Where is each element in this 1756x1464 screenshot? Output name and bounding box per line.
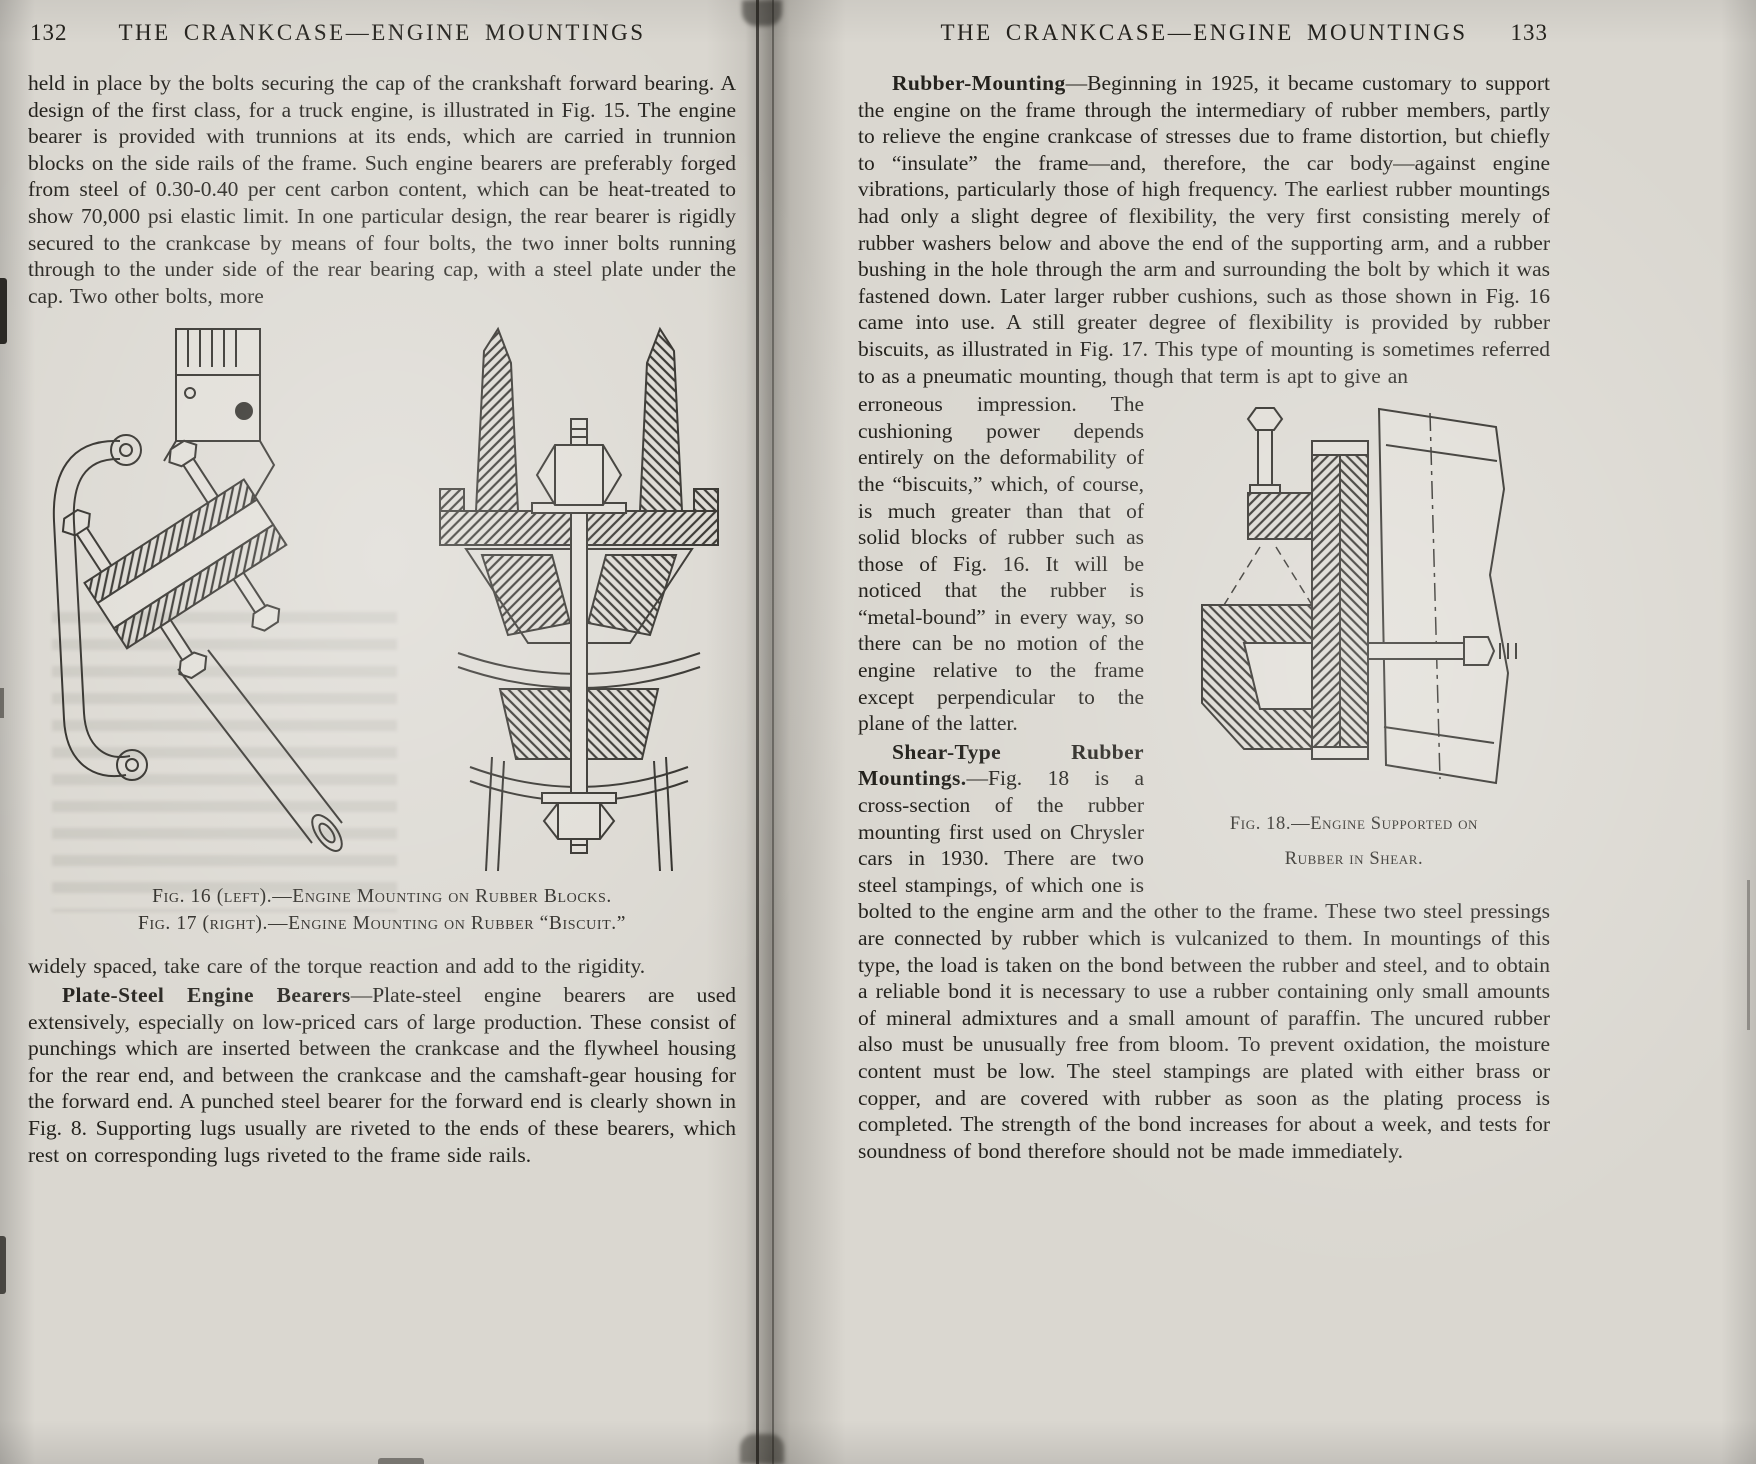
figure-18-caption-line-1: Fig. 18.—Engine Supported on: [1229, 814, 1479, 835]
binding-gutter: [706, 0, 846, 1464]
left-page-number: 132: [30, 20, 68, 45]
plate-steel-heading: Plate-Steel Engine Bearers: [62, 982, 351, 1007]
figure-16-drawing: [52, 328, 343, 853]
page-133: 133 THE CRANKCASE—ENGINE MOUNTINGS Rubbe…: [858, 0, 1550, 1464]
paragraph-crankshaft-bearing: held in place by the bolts securing the …: [28, 71, 736, 308]
figure-18-drawing: [1201, 407, 1517, 785]
right-page-number: 133: [1510, 20, 1548, 45]
scan-edge-artifact: [0, 688, 4, 718]
rubber-mounting-heading: Rubber-Mounting: [892, 71, 1066, 95]
right-running-title: THE CRANKCASE—ENGINE MOUNTINGS: [940, 20, 1468, 45]
rubber-mounting-text: —Beginning in 1925, it became customary …: [858, 71, 1550, 388]
scan-edge-artifact: [0, 278, 7, 344]
paragraph-shear-type-mountings: Shear-Type Rubber Mountings.—Fig. 18 is …: [858, 739, 1550, 1165]
figure-18-block: Fig. 18.—Engine Supported on Rubber in S…: [1158, 397, 1550, 872]
paragraph-plate-steel-bearers: Plate-Steel Engine Bearers—Plate-steel e…: [28, 982, 736, 1168]
scan-edge-artifact: [0, 1236, 6, 1294]
scan-edge-artifact: [378, 1458, 424, 1464]
paragraph-torque-reaction: widely spaced, take care of the torque r…: [28, 954, 646, 979]
left-running-title: THE CRANKCASE—ENGINE MOUNTINGS: [118, 20, 646, 45]
left-page-header: 132 THE CRANKCASE—ENGINE MOUNTINGS: [28, 20, 736, 56]
figures-16-17-row: [28, 323, 736, 875]
paragraph-rubber-mounting: Rubber-Mounting—Beginning in 1925, it be…: [858, 70, 1550, 389]
right-page-header: 133 THE CRANKCASE—ENGINE MOUNTINGS: [858, 20, 1550, 56]
page-bleed-through: [52, 612, 397, 912]
scan-edge-artifact: [1747, 880, 1750, 1030]
page-132: 132 THE CRANKCASE—ENGINE MOUNTINGS held …: [28, 0, 736, 1464]
plate-steel-text: —Plate-steel engine bearers are used ext…: [28, 982, 737, 1167]
binding-shadow-top: [742, 0, 782, 26]
paragraph-cushioning-power: erroneous impression. The cushioning pow…: [858, 392, 1144, 736]
figure-17-drawing: [439, 327, 719, 872]
figure-18-wrap-section: Fig. 18.—Engine Supported on Rubber in S…: [858, 391, 1550, 1164]
figure-16-caption: Fig. 16 (left).—Engine Mounting on Rubbe…: [152, 886, 612, 908]
binding-shadow-bottom: [740, 1434, 784, 1464]
figure-17-caption: Fig. 17 (right).—Engine Mounting on Rubb…: [138, 913, 626, 935]
shear-type-text: —Fig. 18 is a cross-section of the rubbe…: [858, 766, 1550, 1163]
binding-gutter-line: [756, 0, 759, 1464]
figure-18-caption-line-2: Rubber in Shear.: [1284, 849, 1424, 870]
binding-gutter-line: [772, 0, 774, 1464]
shear-type-heading: Shear-Type Rubber Mountings.: [858, 739, 1144, 791]
